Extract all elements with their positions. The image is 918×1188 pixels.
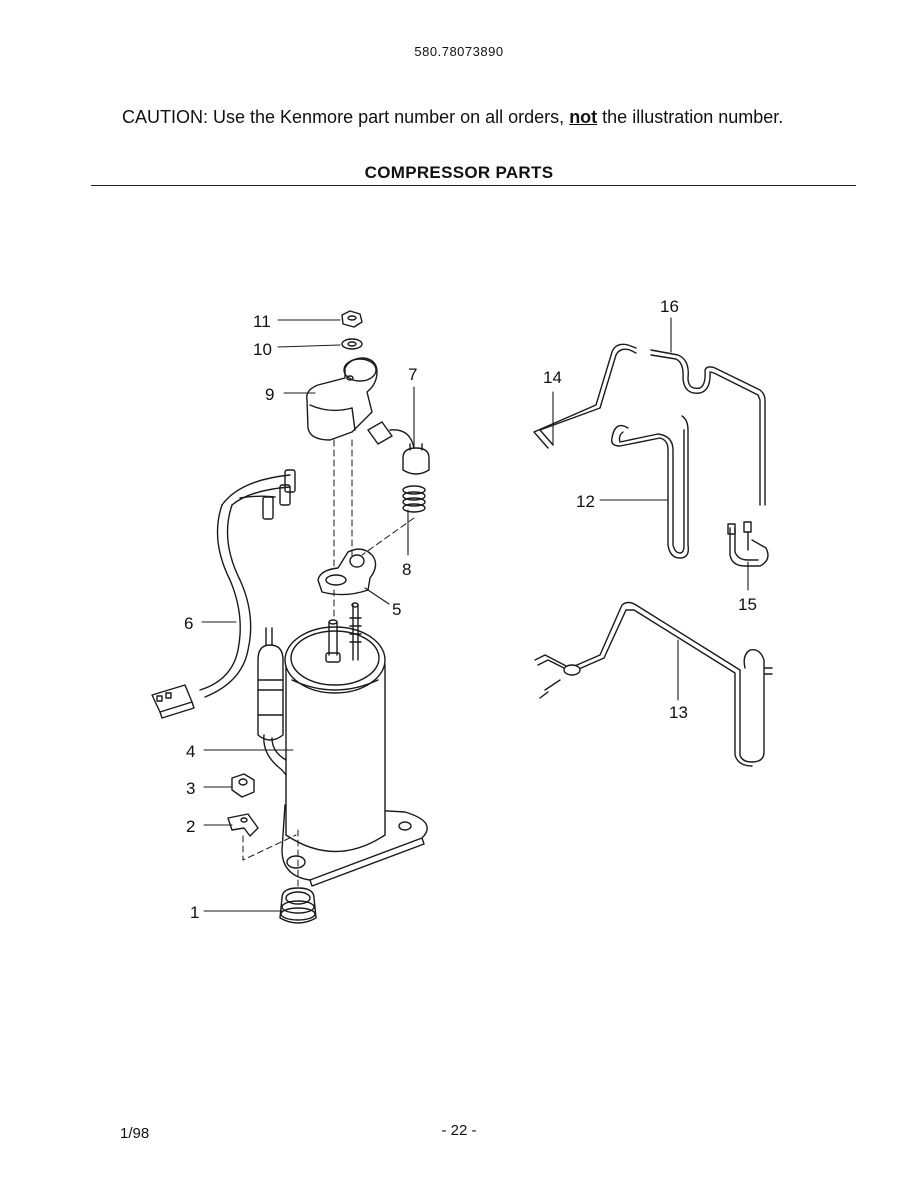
page-number: - 22 - bbox=[441, 1122, 477, 1139]
footer-date: 1/98 bbox=[120, 1125, 150, 1142]
callout-10: 10 bbox=[253, 340, 272, 359]
washer bbox=[341, 338, 363, 350]
tube-13 bbox=[534, 601, 773, 767]
grommet bbox=[279, 887, 317, 924]
callout-15: 15 bbox=[738, 595, 757, 614]
overload-clip bbox=[367, 421, 430, 475]
callout-1: 1 bbox=[190, 903, 199, 922]
tube-14 bbox=[533, 343, 637, 449]
bracket bbox=[227, 813, 259, 837]
callout-12: 12 bbox=[576, 492, 595, 511]
callout-7: 7 bbox=[408, 365, 417, 384]
callout-3: 3 bbox=[186, 779, 195, 798]
spring bbox=[402, 485, 426, 513]
caution-text-suffix: the illustration number. bbox=[597, 107, 784, 127]
gasket bbox=[317, 548, 377, 596]
callout-5: 5 bbox=[392, 600, 401, 619]
callout-4: 4 bbox=[186, 742, 195, 761]
leader-lines bbox=[201, 317, 749, 912]
tube-15 bbox=[727, 521, 769, 567]
callout-9: 9 bbox=[265, 385, 274, 404]
cap-nut bbox=[341, 310, 363, 328]
compressor-body bbox=[257, 602, 428, 887]
caution-emphasis: not bbox=[569, 107, 598, 127]
callout-6: 6 bbox=[184, 614, 193, 633]
callout-13: 13 bbox=[669, 703, 688, 722]
caution-note: CAUTION: Use the Kenmore part number on … bbox=[122, 107, 783, 128]
callout-8: 8 bbox=[402, 560, 411, 579]
nut bbox=[231, 773, 255, 798]
model-number: 580.78073890 bbox=[414, 44, 504, 59]
section-title: COMPRESSOR PARTS bbox=[364, 163, 554, 182]
tube-16 bbox=[650, 349, 766, 506]
callout-14: 14 bbox=[543, 368, 562, 387]
tube-12 bbox=[610, 415, 690, 559]
callout-16: 16 bbox=[660, 297, 679, 316]
title-rule bbox=[91, 185, 856, 186]
wire-harness bbox=[151, 469, 296, 719]
callout-2: 2 bbox=[186, 817, 195, 836]
terminal-cover bbox=[306, 357, 378, 441]
callout-11: 11 bbox=[253, 312, 271, 331]
assembly-guides bbox=[242, 439, 415, 889]
caution-text-prefix: CAUTION: Use the Kenmore part number on … bbox=[122, 107, 570, 127]
